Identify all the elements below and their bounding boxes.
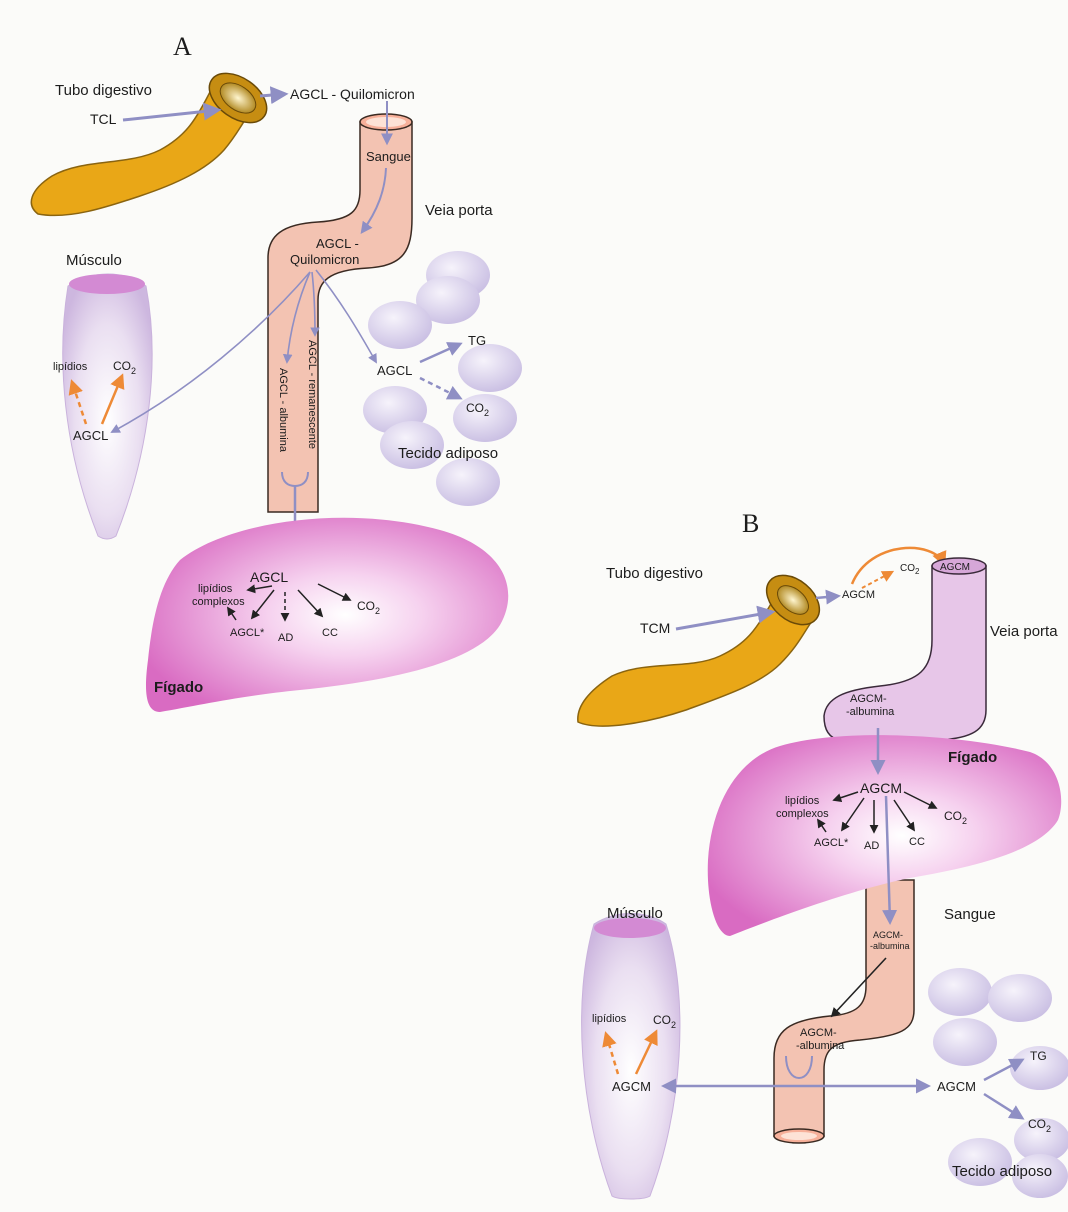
sangue-label-a: Sangue [366,149,411,164]
musculo-label-b: Músculo [607,905,663,922]
tecido-adiposo-label-b: Tecido adiposo [952,1163,1052,1180]
sangue-label-b: Sangue [944,906,996,923]
figado-label-a: Fígado [154,679,203,696]
agcl-muscle-label-a: AGCL [73,428,108,443]
agcl-star-label-a: AGCL* [230,627,265,639]
co2-gut-label-b: CO2 [900,563,920,576]
adipose-tg-arrow-a [420,344,460,362]
agcm-albumina-vein-1: AGCM- [850,693,887,705]
adipose-co2-arrow-b [984,1094,1022,1118]
agcm-co2-arrow-b [862,572,892,588]
agcm-albumina-vein-2: -albumina [846,706,895,718]
agcm-albumina-blood-2: -albumina [870,941,910,951]
tubo-digestivo-label-a: Tubo digestivo [55,82,152,99]
gut-to-quilomicron-arrow [260,94,285,96]
tecido-adiposo-label-a: Tecido adiposo [398,445,498,462]
tubo-digestivo-label-b: Tubo digestivo [606,565,703,582]
agcl-star-label-b: AGCL* [814,837,849,849]
lipidios-label-a: lipídios [53,361,88,373]
tcl-label: TCL [90,111,117,127]
musculo-label-a: Músculo [66,252,122,269]
musculo-a [63,274,152,539]
tcm-label: TCM [640,620,670,636]
agcl-quilomicron-label: AGCL - Quilomicron [290,86,415,102]
panel-a-label: A [173,32,192,61]
lipidios-complexos-label-b-1: lipídios [785,795,820,807]
cc-label-a: CC [322,627,338,639]
quilomicron-label: Quilomicron [290,252,359,267]
panel-b-label: B [742,509,759,538]
cc-label-b: CC [909,836,925,848]
agcl-albumina-label: AGCL - albumina [277,368,289,453]
agcm-albumina-blood-1: AGCM- [873,930,903,940]
agcm-vein-label: AGCM [940,562,970,573]
panel-a: A Tubo digestivo TCL AGCL - Quilomicron … [31,32,522,712]
ad-label-a: AD [278,632,293,644]
agcm-to-vein-arrow-b [852,548,944,584]
vessel-b-lumen [781,1132,817,1140]
arrow-to-adipose-a [316,270,376,362]
tg-label-b: TG [1030,1049,1047,1063]
panel-b: B Tubo digestivo TCM AGCM CO2 AGCM Veia … [578,509,1068,1199]
veia-porta-label-a: Veia porta [425,202,493,219]
musculo-b [582,914,680,1200]
agcl-liver-label-a: AGCL [250,569,288,585]
gut-to-agcm-arrow [816,596,838,598]
lipidios-complexos-label-a-2: complexos [192,596,245,608]
agcm-albumina-lower-2: -albumina [796,1040,845,1052]
gut-tube-b [578,565,829,726]
adipose-co2-arrow-a [420,378,460,398]
agcm-gut-label: AGCM [842,589,875,601]
agcm-muscle-label-b: AGCM [612,1079,651,1094]
agcm-albumina-lower-1: AGCM- [800,1027,837,1039]
lipidios-complexos-label-a-1: lipídios [198,583,233,595]
agcm-adipose-label-b: AGCM [937,1079,976,1094]
sangue-vessel-b [774,880,914,1136]
lipidios-complexos-label-b-2: complexos [776,808,829,820]
tecido-adiposo-a [363,251,522,506]
agcl-remanescente-label: AGCL - remanescente [306,340,318,449]
ad-label-b: AD [864,840,879,852]
agcm-liver-label-b: AGCM [860,780,902,796]
veia-porta-label-b: Veia porta [990,623,1058,640]
tg-label-a: TG [468,333,486,348]
figado-label-b: Fígado [948,749,997,766]
agcl-dash-label: AGCL - [316,236,359,251]
lipidios-label-b: lipídios [592,1013,627,1025]
musculo-a-top [69,274,145,294]
agcl-adipose-label-a: AGCL [377,363,412,378]
